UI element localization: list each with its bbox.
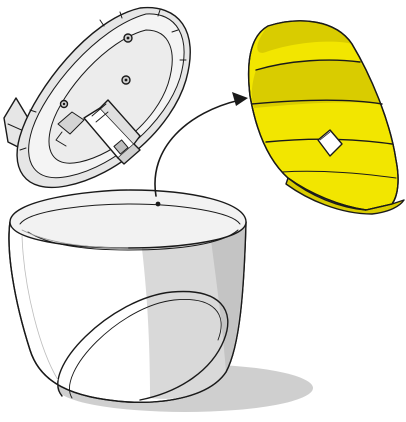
arrow-origin-dot: [156, 202, 161, 207]
paddle-icon: [249, 21, 404, 214]
arrow-head: [232, 92, 248, 106]
bowl-rim-outer: [10, 190, 246, 248]
lid-icon: [4, 8, 190, 188]
bowl-icon: [9, 190, 246, 402]
